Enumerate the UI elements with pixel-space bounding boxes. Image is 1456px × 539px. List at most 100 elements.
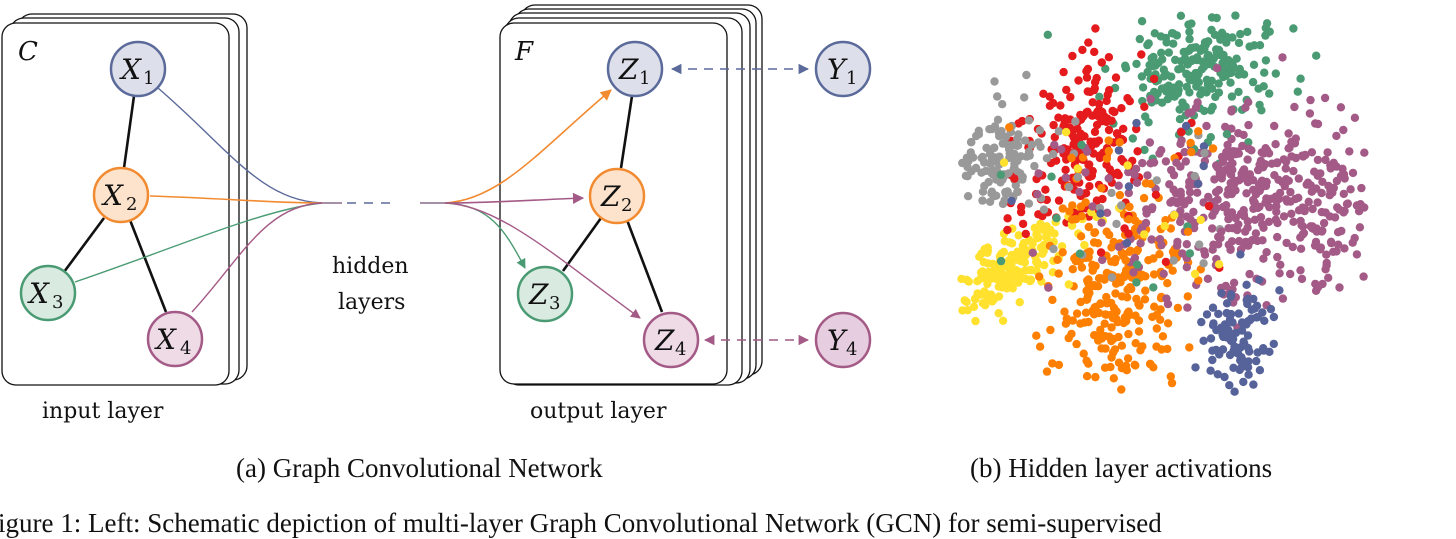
scatter-point	[1177, 128, 1186, 137]
scatter-point	[1082, 372, 1092, 381]
scatter-point	[1035, 272, 1044, 281]
scatter-point	[1049, 120, 1058, 130]
node-z1[interactable]: Z 1	[606, 40, 664, 98]
edge-x2-x4	[128, 219, 168, 313]
hidden-label-line2: layers	[338, 290, 405, 315]
scatter-point	[1185, 188, 1195, 197]
scatter-point	[1024, 199, 1034, 208]
scatter-point	[1049, 244, 1058, 254]
scatter-point	[1229, 147, 1238, 156]
node-z2-name: Z	[600, 180, 621, 213]
scatter-point	[1213, 370, 1223, 379]
scatter-point	[1215, 169, 1225, 178]
scatter-point	[1132, 118, 1141, 128]
scatter-point	[1206, 106, 1216, 115]
scatter-point	[1289, 24, 1298, 33]
scatter-point	[1109, 237, 1118, 247]
node-z1-sub: 1	[639, 68, 650, 89]
scatter-point	[981, 166, 991, 176]
scatter-point	[1115, 190, 1125, 200]
scatter-point	[1313, 198, 1322, 207]
node-x4[interactable]: X 4	[146, 310, 204, 368]
scatter-point	[1230, 387, 1239, 396]
scatter-point	[1045, 101, 1055, 111]
scatter-point	[1320, 93, 1330, 103]
scatter-point	[1178, 98, 1187, 107]
scatter-point	[1199, 142, 1209, 151]
scatter-point	[1289, 166, 1298, 176]
scatter-point	[1152, 342, 1161, 351]
scatter-point	[1206, 366, 1215, 375]
scatter-point	[1131, 361, 1140, 370]
node-y4[interactable]: Y 4	[814, 311, 872, 369]
scatter-point	[980, 287, 989, 296]
node-x3-sub: 3	[52, 292, 63, 313]
scatter-point	[1169, 256, 1178, 265]
scatter-point	[1214, 185, 1224, 195]
scatter-point	[1244, 138, 1253, 147]
scatter-point	[984, 267, 993, 277]
scatter-point	[1114, 242, 1124, 252]
scatter-point	[1105, 165, 1115, 174]
scatter-point	[1225, 331, 1235, 340]
scatter-point	[1345, 147, 1354, 156]
scatter-point	[1112, 219, 1121, 229]
scatter-point	[1231, 213, 1240, 223]
scatter-point	[1215, 32, 1224, 42]
scatter-point	[1182, 240, 1192, 249]
scatter-point	[1082, 67, 1091, 76]
scatter-point	[996, 170, 1006, 179]
scatter-point	[1202, 121, 1211, 131]
scatter-point	[1221, 71, 1231, 81]
scatter-point	[1286, 197, 1295, 206]
scatter-point	[1214, 240, 1223, 249]
scatter-point	[1190, 171, 1200, 181]
scatter-point	[1330, 213, 1340, 222]
scatter-point	[1173, 303, 1183, 313]
scatter-point	[1159, 269, 1168, 278]
scatter-point	[1001, 132, 1011, 142]
node-x2[interactable]: X 2	[92, 166, 150, 224]
scatter-point	[1052, 214, 1061, 223]
node-x1[interactable]: X 1	[109, 40, 167, 98]
scatter-point	[1038, 249, 1047, 258]
scatter-point	[1067, 153, 1076, 163]
scatter-point	[1260, 316, 1269, 325]
scatter-point	[1107, 353, 1116, 362]
scatter-point	[1271, 69, 1281, 78]
scatter-point	[1066, 92, 1075, 102]
scatter-point	[1077, 263, 1087, 272]
scatter-point	[963, 192, 973, 201]
scatter-point	[1352, 250, 1362, 259]
node-x3[interactable]: X 3	[19, 264, 77, 322]
scatter-point	[1209, 54, 1219, 63]
scatter-point	[1162, 87, 1171, 96]
scatter-point	[1231, 11, 1240, 20]
scatter-point	[1076, 129, 1085, 138]
scatter-point	[1143, 171, 1152, 180]
scatter-point	[1111, 289, 1120, 298]
node-z3-name: Z	[528, 278, 549, 311]
scatter-point	[1096, 209, 1105, 218]
node-y1[interactable]: Y 1	[814, 40, 872, 98]
node-z3[interactable]: Z 3	[516, 265, 574, 323]
scatter-point	[1305, 109, 1315, 118]
scatter-point	[1122, 366, 1132, 375]
scatter-point	[1003, 214, 1012, 223]
scatter-point	[1082, 295, 1091, 304]
scatter-point	[1065, 207, 1074, 216]
connection-hidden-z4	[444, 202, 641, 319]
scatter-point	[1027, 140, 1037, 149]
scatter-point	[1260, 68, 1269, 77]
output-panel-label: F	[514, 37, 534, 67]
node-z2[interactable]: Z 2	[588, 167, 646, 225]
scatter-point	[1013, 134, 1022, 143]
scatter-point	[1249, 380, 1258, 389]
scatter-point	[1234, 129, 1243, 138]
scatter-point	[1197, 317, 1206, 327]
scatter-point	[1324, 181, 1333, 191]
node-z4[interactable]: Z 4	[642, 311, 700, 369]
scatter-point	[1068, 265, 1078, 274]
scatter-point	[1239, 165, 1249, 174]
scatter-point	[1059, 67, 1068, 77]
